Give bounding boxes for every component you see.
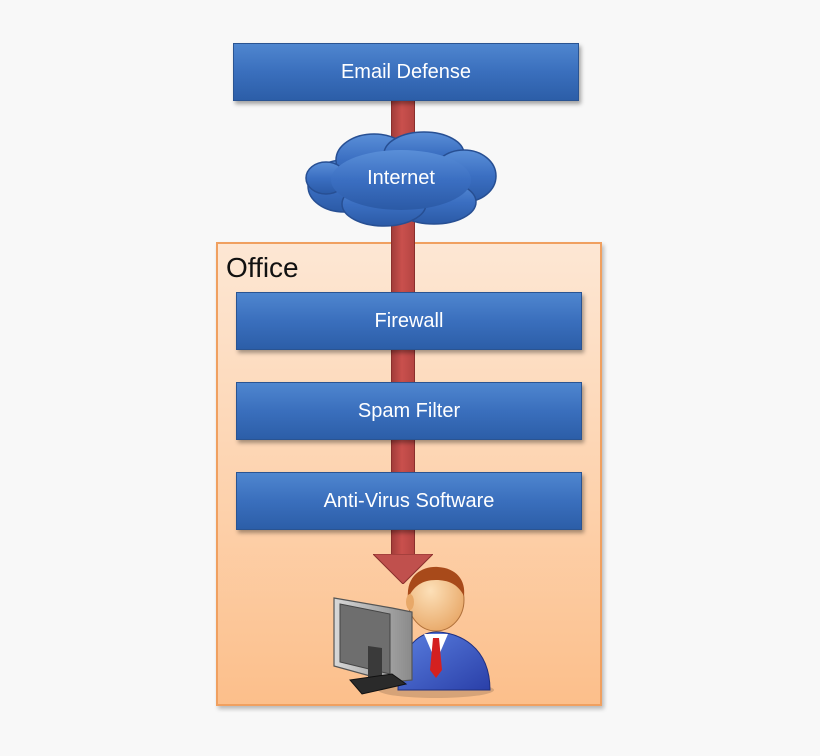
email-defense-label: Email Defense [340,60,472,83]
spam-filter-label: Spam Filter [357,399,461,422]
spam-filter-box: Spam Filter [236,382,582,440]
firewall-label: Firewall [374,309,444,332]
internet-label: Internet [367,166,435,189]
email-defense-box: Email Defense [233,43,579,101]
internet-cloud-icon [305,131,497,227]
user-at-computer-icon [333,566,494,698]
anti-virus-label: Anti-Virus Software [323,489,495,512]
firewall-box: Firewall [236,292,582,350]
anti-virus-box: Anti-Virus Software [236,472,582,530]
flow-arrow-head [373,554,433,584]
office-label: Office [226,252,299,283]
